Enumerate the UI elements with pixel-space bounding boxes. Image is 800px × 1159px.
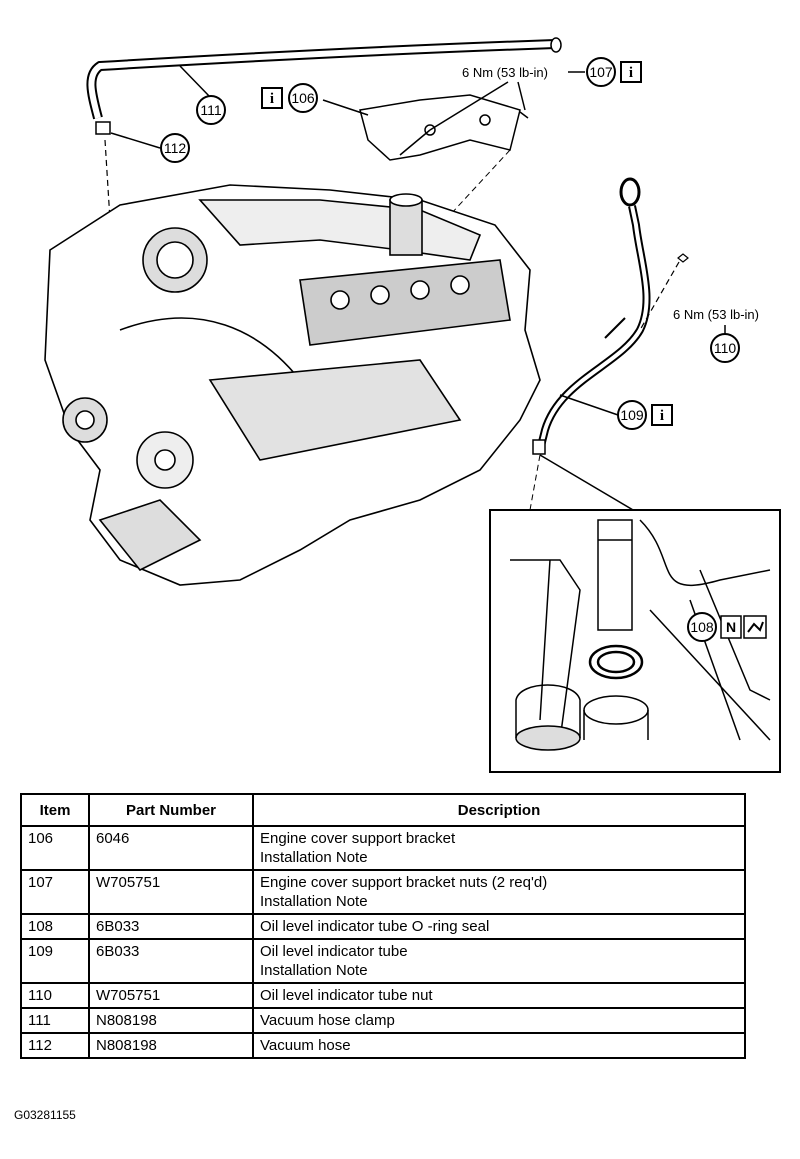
cell-item: 107 [20,869,90,915]
table-row: 108 6B033 Oil level indicator tube O -ri… [20,913,746,940]
cell-item: 110 [20,982,90,1009]
exploded-view-diagram: 111 112 i 106 6 Nm (53 lb-in) 107 i 6 Nm… [44,37,781,773]
description-text: Engine cover support bracket nuts (2 req… [260,874,548,891]
detail-inset [489,509,781,773]
cell-part-number: N808198 [88,1007,254,1034]
cell-item: 112 [20,1032,90,1059]
cell-item: 109 [20,938,90,984]
figure-id: G03281155 [14,1108,76,1122]
description-text: Vacuum hose clamp [260,1012,395,1029]
cell-description: Oil level indicator tube nut [252,982,746,1009]
vacuum-hose-drawing [86,37,562,221]
svg-text:6 Nm (53 lb-in): 6 Nm (53 lb-in) [462,65,548,80]
svg-text:111: 111 [200,102,221,118]
callout-112: 112 [160,133,190,163]
description-text: Vacuum hose [260,1037,351,1054]
info-icon: i [270,91,274,107]
callout-106: i 106 [261,83,318,113]
cell-part-number: 6046 [88,825,254,871]
cell-part-number: 6B033 [88,913,254,940]
info-icon: i [660,408,664,424]
cell-description: Vacuum hose [252,1032,746,1059]
svg-text:108: 108 [690,619,714,635]
svg-text:106: 106 [291,90,315,106]
installation-note: Installation Note [260,962,368,979]
oil-level-tube-drawing [499,177,689,521]
header-part-number: Part Number [88,793,254,827]
header-item: Item [20,793,90,827]
installation-note: Installation Note [260,849,368,866]
cell-part-number: N808198 [88,1032,254,1059]
svg-text:110: 110 [714,340,737,356]
callout-108: 108 N [687,612,742,642]
table-row: 112 N808198 Vacuum hose [20,1032,746,1059]
parts-table: Item Part Number Description 106 6046 En… [20,793,746,1059]
cell-item: 108 [20,913,90,940]
installation-note: Installation Note [260,893,368,910]
table-row: 111 N808198 Vacuum hose clamp [20,1007,746,1034]
cell-item: 111 [20,1007,90,1034]
svg-text:109: 109 [620,407,644,423]
cell-description: Engine cover support bracket nuts (2 req… [252,869,746,915]
engine-drawing [44,184,541,586]
table-row: 107 W705751 Engine cover support bracket… [20,869,746,915]
cell-description: Vacuum hose clamp [252,1007,746,1034]
new-part-icon: N [726,619,736,635]
table-header-row: Item Part Number Description [20,793,746,827]
description-text: Oil level indicator tube nut [260,987,433,1004]
callout-107: 6 Nm (53 lb-in) 107 i [462,57,642,87]
cell-item: 106 [20,825,90,871]
description-text: Engine cover support bracket [260,830,456,847]
cell-part-number: 6B033 [88,938,254,984]
cell-part-number: W705751 [88,869,254,915]
lubricant-icon [743,615,767,639]
svg-text:6 Nm (53 lb-in): 6 Nm (53 lb-in) [673,307,759,322]
cell-description: Oil level indicator tube O -ring seal [252,913,746,940]
description-text: Oil level indicator tube O -ring seal [260,918,490,935]
description-text: Oil level indicator tube [260,943,408,960]
callout-109: 109 i [617,400,673,430]
info-icon: i [629,65,633,81]
callout-111: 111 [196,95,226,125]
table-row: 110 W705751 Oil level indicator tube nut [20,982,746,1009]
callout-110: 6 Nm (53 lb-in) 110 [673,307,759,363]
svg-text:107: 107 [589,64,613,80]
svg-text:112: 112 [164,140,187,156]
cell-part-number: W705751 [88,982,254,1009]
header-description: Description [252,793,746,827]
